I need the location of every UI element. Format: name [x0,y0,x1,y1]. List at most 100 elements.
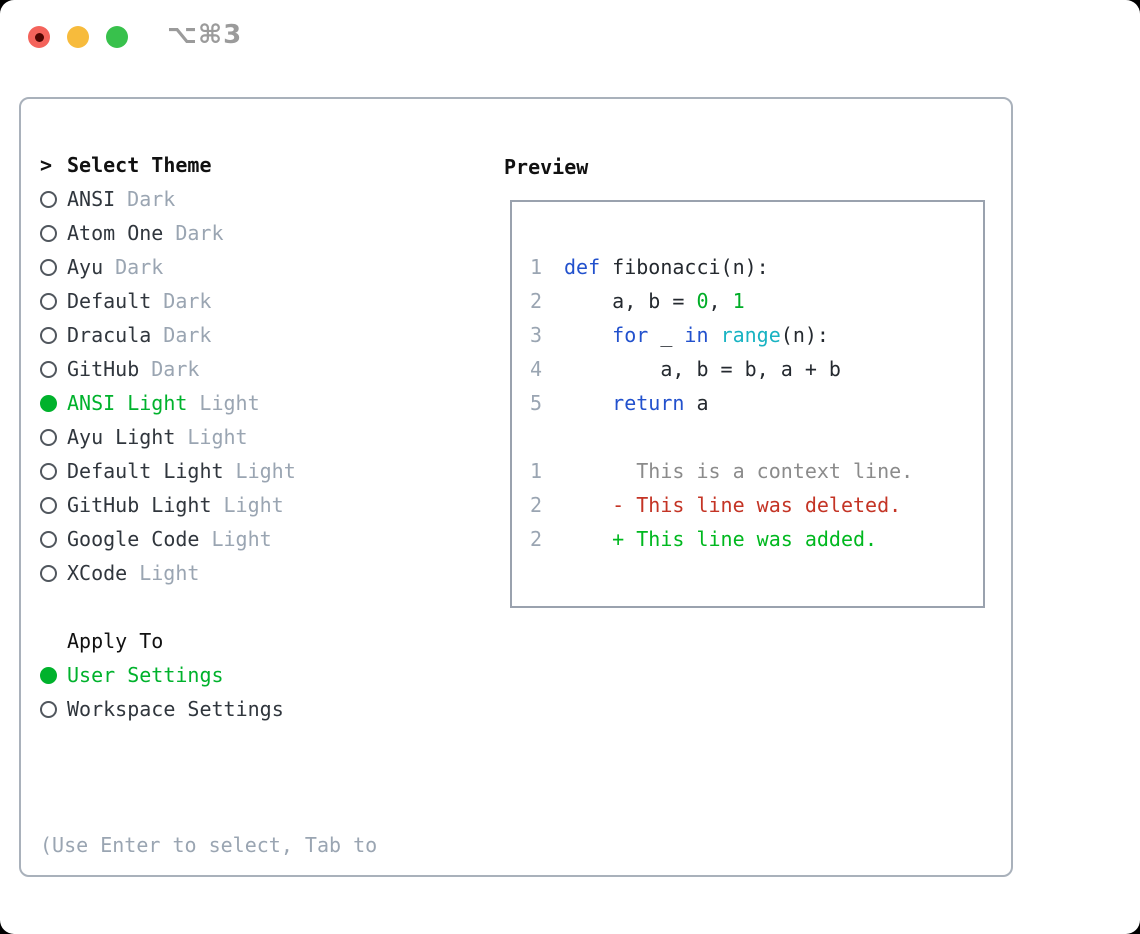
code-token [709,323,721,347]
radio-icon [40,428,57,446]
code-content: return a [564,386,709,420]
theme-name: Dracula [67,323,152,347]
theme-variant: Light [139,561,200,585]
apply-option[interactable]: User Settings [40,658,377,692]
code-line: 2 - This line was deleted. [530,488,983,522]
window-shortcut-label: ⌥⌘3 [167,20,243,50]
code-token: (n): [780,323,829,347]
theme-option[interactable]: Dracula Dark [40,318,377,352]
theme-variant: Light [223,493,284,517]
theme-variant: Dark [151,357,200,381]
code-token [564,391,612,415]
theme-name: Ayu [67,255,104,279]
theme-variant: Dark [163,323,212,347]
code-token: _ [648,323,685,347]
select-theme-title: Select Theme [67,153,212,177]
code-line: 2 + This line was added. [530,522,983,556]
theme-option[interactable]: GitHub Dark [40,352,377,386]
theme-variant: Light [211,527,272,551]
code-line: 1 def fibonacci(n): [530,250,983,284]
theme-name: ANSI Light [67,391,188,415]
theme-variant: Dark [115,255,164,279]
code-token: , [708,289,733,313]
theme-variant: Light [199,391,260,415]
minimize-button[interactable] [67,26,89,48]
cursor-icon: > [40,153,53,177]
code-token: def [564,255,601,279]
line-number: 1 [530,459,543,483]
code-content: a, b = 0, 1 [564,284,744,318]
code-line: 1 This is a context line. [530,454,983,488]
hint-text: (Use Enter to select, Tab to change focu… [40,760,377,934]
code-content: - This line was deleted. [564,488,901,522]
theme-variant: Dark [127,187,176,211]
radio-icon [40,564,57,582]
code-token: a, b = [564,289,697,313]
theme-option[interactable]: Default Light Light [40,454,377,488]
code-token: in [684,323,709,347]
zoom-button[interactable] [106,26,128,48]
radio-selected-icon [40,666,57,684]
theme-option[interactable]: ANSI Light Light [40,386,377,420]
theme-option[interactable]: Google Code Light [40,522,377,556]
theme-name: Google Code [67,527,200,551]
code-token: range [720,323,781,347]
apply-to-header: Apply To [40,624,377,658]
theme-name: ANSI [67,187,116,211]
radio-icon [40,258,57,276]
line-number: 5 [530,391,543,415]
theme-name: GitHub Light [67,493,212,517]
theme-name: Ayu Light [67,425,176,449]
code-token: fibonacci(n): [600,255,769,279]
radio-icon [40,462,57,480]
theme-option[interactable]: Default Dark [40,284,377,318]
radio-icon [40,326,57,344]
blank-line [530,420,983,454]
code-token: a [684,391,709,415]
theme-name: Atom One [67,221,164,245]
theme-name: Default [67,289,152,313]
code-content: a, b = b, a + b [564,352,841,386]
code-line: 2 a, b = 0, 1 [530,284,983,318]
theme-option[interactable]: ANSI Dark [40,182,377,216]
record-dot-icon [34,32,44,42]
code-token: - This line was deleted. [564,493,902,517]
code-token: a, b = b, a + b [564,357,841,381]
code-token [564,323,612,347]
radio-icon [40,360,57,378]
line-number: 2 [530,289,543,313]
line-number: 2 [530,527,543,551]
hint-line-1: (Use Enter to select, Tab to [40,833,378,857]
line-number: 1 [530,255,543,279]
code-content: This is a context line. [564,454,913,488]
theme-variant: Light [235,459,296,483]
code-content: def fibonacci(n): [564,250,769,284]
hint-line-2: change focus) [40,930,377,934]
line-number: 3 [530,323,543,347]
code-line: 4 a, b = b, a + b [530,352,983,386]
code-token: return [612,391,685,415]
apply-label: Workspace Settings [67,697,284,721]
apply-option[interactable]: Workspace Settings [40,692,377,726]
theme-name: Default Light [67,459,224,483]
theme-variant: Dark [163,289,212,313]
close-button[interactable] [28,26,50,48]
theme-option[interactable]: Ayu Dark [40,250,377,284]
apply-to-title: Apply To [67,629,164,653]
theme-name: GitHub [67,357,140,381]
apply-label: User Settings [67,663,224,687]
theme-option[interactable]: GitHub Light Light [40,488,377,522]
radio-selected-icon [40,394,57,412]
code-token: + This line was added. [564,527,878,551]
code-token: This is a context line. [564,459,914,483]
